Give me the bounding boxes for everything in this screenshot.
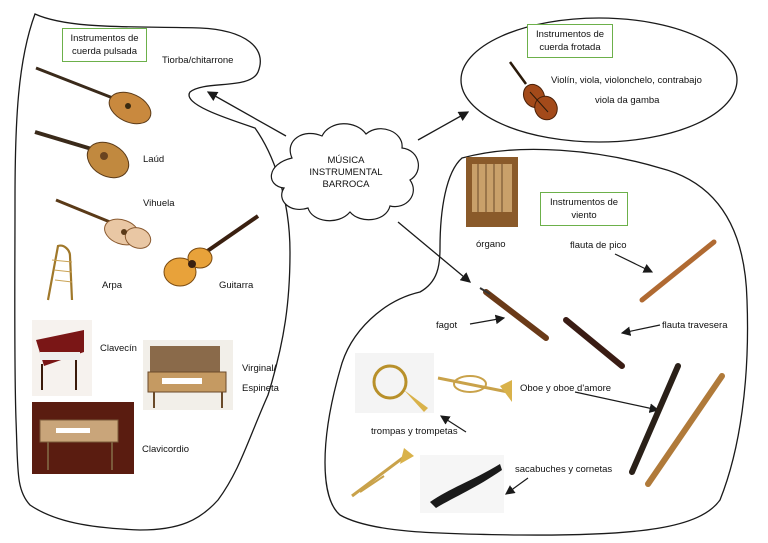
arrow-trompas bbox=[439, 415, 467, 433]
oboe-image bbox=[629, 363, 725, 487]
center-title-line3: BARROCA bbox=[322, 179, 370, 190]
center-cloud bbox=[270, 123, 419, 222]
trompas-label: trompas y trompetas bbox=[371, 426, 458, 437]
center-title-line2: INSTRUMENTAL bbox=[309, 167, 383, 178]
frotada-group-line1: Instrumentos de bbox=[535, 29, 605, 40]
clavicordio-label: Clavicordio bbox=[142, 444, 189, 455]
fagot-image bbox=[479, 287, 549, 341]
viento-group-line2: viento bbox=[571, 210, 597, 221]
center-title-line1: MÚSICA bbox=[327, 155, 365, 166]
virginal-label-1: Virginal/ bbox=[242, 363, 277, 374]
arrow-to-pulsada bbox=[206, 91, 287, 137]
vihuela-label: Vihuela bbox=[143, 198, 175, 209]
laud-label: Laúd bbox=[143, 154, 165, 165]
arrow-to-viento bbox=[397, 221, 471, 283]
guitarra-label: Guitarra bbox=[219, 280, 254, 291]
laud-image bbox=[34, 130, 130, 179]
guitarra-image bbox=[163, 214, 260, 287]
pulsada-group-box: Instrumentos de cuerda pulsada bbox=[62, 28, 147, 62]
oboe-label: Oboe y oboe d'amore bbox=[520, 383, 612, 394]
arrow-to-frotada bbox=[417, 111, 470, 141]
arpa-image bbox=[46, 244, 74, 301]
tiorba-image bbox=[35, 66, 152, 125]
vihuela-image bbox=[55, 198, 152, 249]
corneta-image bbox=[420, 455, 504, 513]
gamba-label: viola da gamba bbox=[595, 95, 660, 106]
arrow-sacabuches bbox=[505, 477, 529, 495]
sacabuches-label: sacabuches y cornetas bbox=[515, 464, 613, 475]
flauta-pico-image bbox=[639, 239, 717, 303]
fagot-label: fagot bbox=[436, 320, 458, 331]
viento-group-line1: Instrumentos de bbox=[549, 197, 619, 208]
arpa-label: Arpa bbox=[102, 280, 123, 291]
pulsada-region-outline bbox=[14, 13, 291, 531]
virginal-label-2: Espineta bbox=[242, 383, 279, 394]
violin-image bbox=[508, 61, 558, 121]
arrow-flauta-travesera bbox=[620, 324, 661, 336]
flauta-travesera-image bbox=[563, 317, 625, 369]
tiorba-label: Tiorba/chitarrone bbox=[162, 55, 234, 66]
frotada-group-box: Instrumentos de cuerda frotada bbox=[527, 24, 613, 58]
clavecin-image bbox=[32, 320, 92, 396]
flauta-pico-label: flauta de pico bbox=[570, 240, 627, 251]
viento-region-outline bbox=[324, 148, 749, 536]
organo-image bbox=[466, 157, 518, 227]
pulsada-group-line2: cuerda pulsada bbox=[72, 46, 137, 57]
trompa-image bbox=[355, 353, 434, 413]
arrow-oboe bbox=[574, 391, 660, 413]
frotada-region-outline bbox=[460, 17, 738, 143]
virginal-image bbox=[143, 340, 233, 410]
frotada-group-line2: cuerda frotada bbox=[539, 42, 601, 53]
trompeta-image bbox=[437, 375, 512, 402]
pulsada-group-line1: Instrumentos de bbox=[70, 33, 139, 44]
viento-group-box: Instrumentos de viento bbox=[540, 192, 628, 226]
organo-label: órgano bbox=[476, 239, 506, 250]
arrow-fagot bbox=[469, 314, 506, 325]
clavicordio-image bbox=[32, 402, 134, 474]
sacabuche-image bbox=[351, 448, 414, 498]
violin-label: Violín, viola, violonchelo, contrabajo bbox=[551, 75, 702, 86]
flauta-travesera-label: flauta travesera bbox=[662, 320, 728, 331]
center-title: MÚSICA INSTRUMENTAL BARROCA bbox=[296, 155, 396, 191]
arrow-flauta-pico bbox=[614, 253, 654, 273]
clavecin-label: Clavecín bbox=[100, 343, 137, 354]
